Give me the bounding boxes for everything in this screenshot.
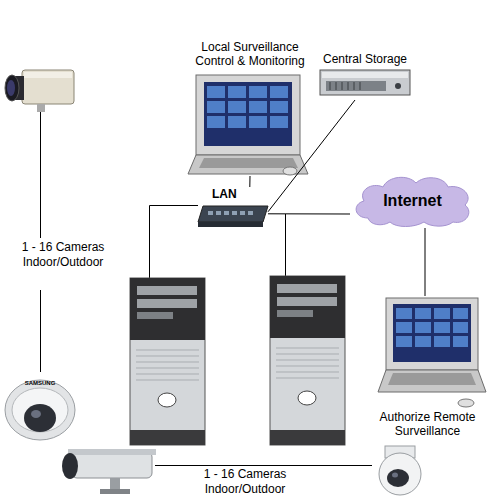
network-cable [249,176,250,187]
camera-wires [41,112,373,466]
node-label: Local Surveillance Control & Monitoring [185,40,315,68]
network-switch [198,206,268,227]
laptop [188,75,308,175]
ptz-camera [379,446,421,495]
network-cable [268,213,350,214]
node-label: Internet [383,191,442,210]
node-label: Central Storage [323,52,407,66]
camera-group-label: 1 - 16 Cameras Indoor/Outdoor [170,467,320,497]
dell-tower [130,278,205,445]
storage-rack [320,70,410,95]
network-cable [425,228,426,296]
box-camera [5,70,74,112]
node-label: Authorize Remote Surveillance [365,410,490,438]
storage-node: Central Storage [315,52,415,100]
camera-group-label: 1 - 16 Cameras Indoor/Outdoor [14,240,112,270]
dell-tower [270,276,345,445]
switch-node: LAN [198,187,268,227]
network-cable [268,100,355,212]
remote-station: Authorize Remote Surveillance [365,296,490,438]
laptop [378,298,486,407]
brand-label: SAMSUNG [18,379,62,387]
monitoring-station: Local Surveillance Control & Monitoring [185,40,315,176]
bullet-camera [62,449,156,494]
node-label: LAN [212,187,237,201]
cloud-shape [356,177,469,226]
dome-camera [5,380,75,440]
internet-cloud: Internet [350,172,475,228]
